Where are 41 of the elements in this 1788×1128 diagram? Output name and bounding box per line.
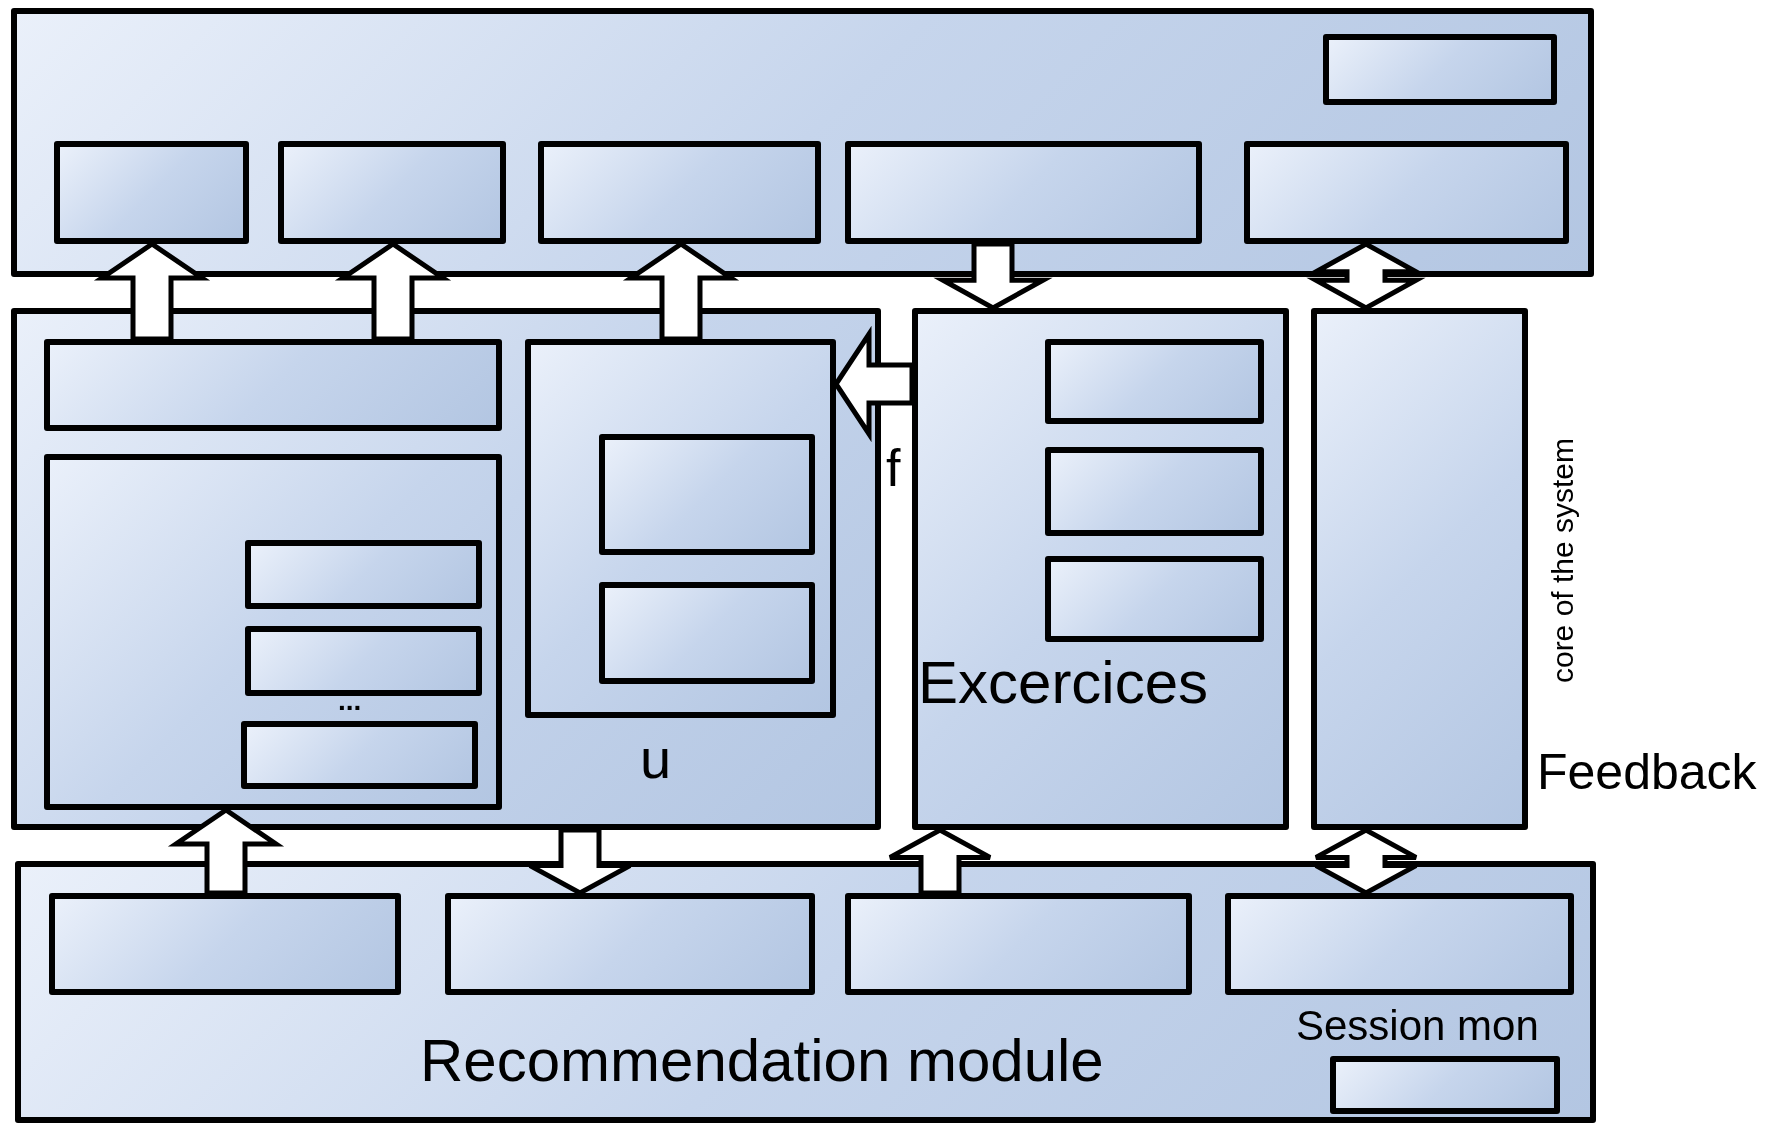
module-box bbox=[1244, 141, 1569, 244]
module-box bbox=[245, 540, 482, 609]
module-title: Recommendation module bbox=[420, 1028, 1104, 1094]
ellipsis: ... bbox=[338, 690, 362, 713]
module-box bbox=[49, 893, 401, 995]
block-arrow bbox=[527, 827, 633, 896]
module-box bbox=[845, 141, 1202, 244]
module-box bbox=[1323, 34, 1557, 105]
module-box bbox=[1045, 339, 1264, 424]
module-box bbox=[11, 308, 881, 830]
module-box bbox=[241, 721, 478, 789]
module-box bbox=[1330, 1056, 1560, 1114]
module-box bbox=[1311, 308, 1528, 830]
module-box bbox=[54, 141, 249, 244]
module-title: Excercices bbox=[918, 650, 1209, 716]
stray-letter: u bbox=[640, 728, 672, 790]
module-box bbox=[445, 893, 815, 995]
module-box bbox=[525, 339, 836, 718]
module-box bbox=[845, 893, 1192, 995]
module-box bbox=[278, 141, 506, 244]
module-box bbox=[1045, 447, 1264, 536]
module-box bbox=[912, 308, 1289, 830]
module-box bbox=[1045, 556, 1264, 642]
block-arrow bbox=[933, 241, 1053, 311]
block-arrow bbox=[1306, 241, 1426, 311]
stray-letter: f bbox=[886, 440, 901, 498]
module-box bbox=[538, 141, 821, 244]
block-arrow bbox=[887, 827, 993, 896]
module-box bbox=[44, 454, 502, 810]
section-title: Feedback bbox=[1537, 745, 1757, 800]
block-arrow bbox=[1313, 827, 1419, 896]
module-box bbox=[599, 434, 815, 555]
module-box bbox=[44, 339, 502, 431]
module-box bbox=[15, 861, 1596, 1123]
module-box bbox=[599, 582, 815, 684]
module-box bbox=[11, 8, 1594, 277]
module-box bbox=[245, 626, 482, 696]
module-box bbox=[1225, 893, 1574, 995]
block-arrow bbox=[833, 325, 915, 443]
module-label: Session mon bbox=[1296, 1003, 1539, 1050]
vertical-label: core of the system bbox=[1545, 437, 1579, 683]
